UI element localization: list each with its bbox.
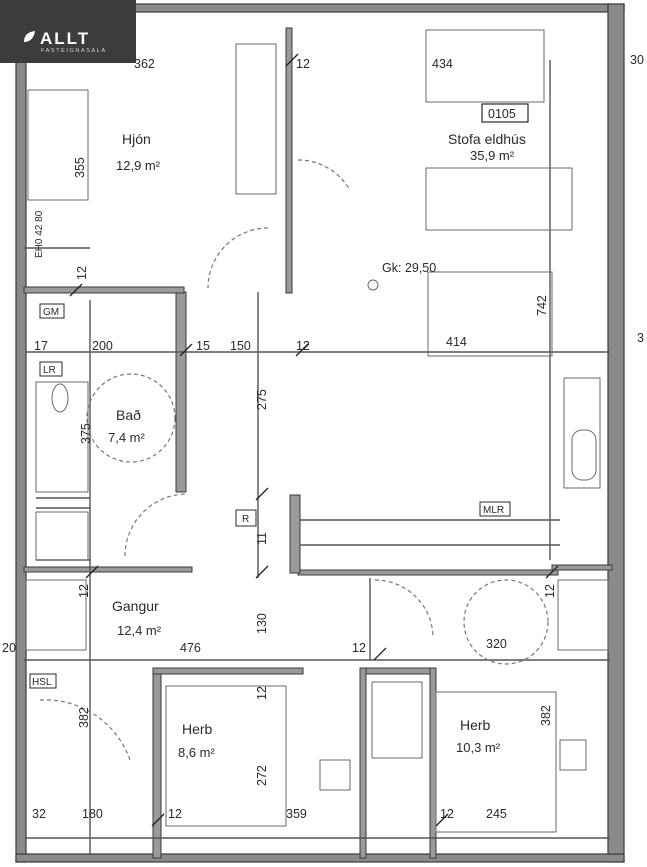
dim-12-hall-left: 12 <box>77 584 91 598</box>
room-name-gangur: Gangur <box>112 598 159 614</box>
room-area-herb-1: 8,6 m² <box>178 745 216 760</box>
dim-355: 355 <box>73 157 87 178</box>
leaf-icon <box>24 31 35 42</box>
dim-12-herb: 12 <box>255 686 269 700</box>
company-logo: ALLT FASTEIGNASALA <box>0 0 136 63</box>
dimension-ticks <box>69 53 559 827</box>
dim-11: 11 <box>255 532 269 545</box>
logo-subtitle: FASTEIGNASALA <box>41 48 107 54</box>
dim-12-mid: 12 <box>296 339 310 353</box>
dim-476: 476 <box>180 641 201 655</box>
tag-mlr: MLR <box>483 505 504 516</box>
partition-lines <box>24 12 610 855</box>
room-code-box <box>481 103 529 123</box>
dim-12-hall-right: 12 <box>543 584 557 598</box>
dim-434: 434 <box>432 57 453 71</box>
room-name-herb-1: Herb <box>182 721 213 737</box>
dim-17: 17 <box>34 339 48 353</box>
dim-382-right: 382 <box>539 705 553 726</box>
fixtures <box>25 29 609 833</box>
dim-12-left: 12 <box>75 266 89 280</box>
room-name-hjon: Hjón <box>122 131 151 147</box>
dim-414: 414 <box>446 335 467 349</box>
dim-3: 3 <box>637 331 644 345</box>
room-area-stofa: 35,9 m² <box>470 148 515 163</box>
dim-150: 150 <box>230 339 251 353</box>
dim-12-hall: 12 <box>352 641 366 655</box>
room-name-stofa: Stofa eldhús <box>448 131 526 147</box>
dim-359: 359 <box>286 807 307 821</box>
dim-30: 30 <box>630 53 644 67</box>
dim-375: 375 <box>79 423 93 444</box>
dim-742: 742 <box>535 295 549 316</box>
dim-130: 130 <box>255 613 269 634</box>
room-code: 0105 <box>488 107 516 121</box>
room-name-herb-2: Herb <box>460 717 491 733</box>
tag-lr: LR <box>43 365 56 376</box>
tag-hsl: HSL <box>32 677 52 688</box>
dim-382-left: 382 <box>77 707 91 728</box>
dim-20: 20 <box>2 641 16 655</box>
dim-180: 180 <box>82 807 103 821</box>
floor-level: Gk: 29,50 <box>382 261 436 275</box>
tag-eho: EH0 42 80 <box>34 210 45 258</box>
dim-245: 245 <box>486 807 507 821</box>
dim-12-bottom-right: 12 <box>440 807 454 821</box>
tag-r: R <box>242 514 249 525</box>
tag-gm: GM <box>43 307 59 318</box>
logo-name: ALLT <box>40 29 91 48</box>
room-area-bad: 7,4 m² <box>108 430 146 445</box>
room-name-bad: Bað <box>116 407 141 423</box>
dim-12-top: 12 <box>296 57 310 71</box>
dim-272: 272 <box>255 765 269 786</box>
dim-32: 32 <box>32 807 46 821</box>
dim-320: 320 <box>486 637 507 651</box>
exterior-walls <box>15 3 625 863</box>
dim-362: 362 <box>134 57 155 71</box>
door-swings <box>39 159 549 761</box>
interior-walls <box>23 27 613 859</box>
room-area-gangur: 12,4 m² <box>117 623 162 638</box>
room-area-hjon: 12,9 m² <box>116 158 161 173</box>
dim-12-bottom-left: 12 <box>168 807 182 821</box>
dim-15: 15 <box>196 339 210 353</box>
dim-200: 200 <box>92 339 113 353</box>
room-area-herb-2: 10,3 m² <box>456 740 501 755</box>
dim-275: 275 <box>255 389 269 410</box>
